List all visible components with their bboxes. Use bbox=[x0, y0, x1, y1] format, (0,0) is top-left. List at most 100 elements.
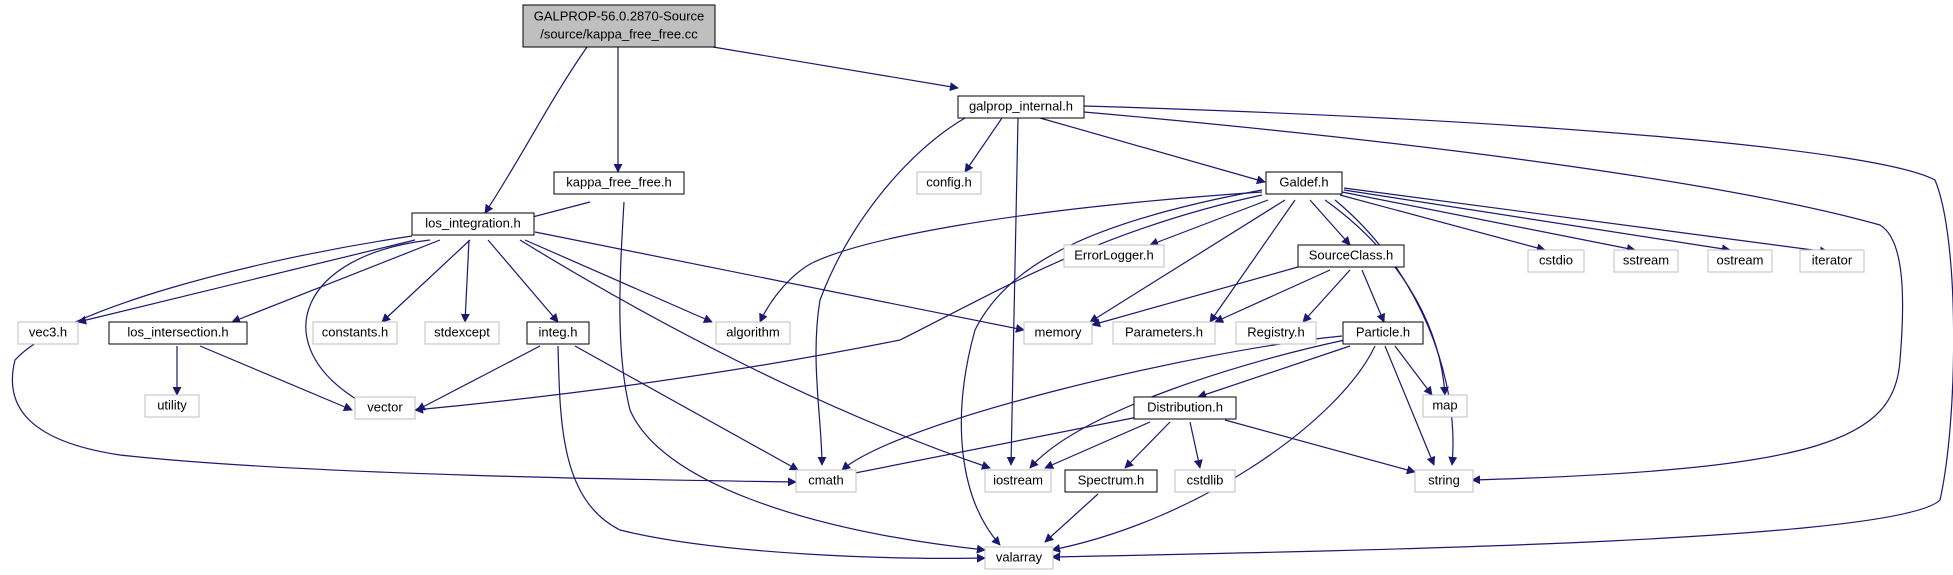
edge-los-integration-to-vec3 bbox=[77, 239, 416, 325]
node-vec3[interactable]: vec3.h bbox=[17, 321, 79, 345]
node-config[interactable]: config.h bbox=[916, 171, 982, 195]
edge-los-integration-to-los-intersection bbox=[231, 239, 441, 324]
node-string[interactable]: string bbox=[1414, 469, 1474, 493]
edge-distribution-to-cstdlib bbox=[1189, 421, 1203, 469]
edge-los-integration-to-constants bbox=[381, 239, 471, 323]
node-map[interactable]: map bbox=[1422, 394, 1468, 418]
node-constants-label: constants.h bbox=[322, 324, 389, 339]
node-iostream-label: iostream bbox=[993, 472, 1043, 487]
edge-galdef-to-sstream bbox=[1341, 191, 1636, 253]
edge-galdef-to-ostream bbox=[1343, 189, 1731, 254]
node-root-source-file[interactable]: GALPROP-56.0.2870-Source /source/kappa_f… bbox=[522, 4, 716, 48]
edge-root-to-los-integration bbox=[484, 46, 588, 214]
node-memory-label: memory bbox=[1035, 324, 1082, 339]
node-cstdio[interactable]: cstdio bbox=[1527, 249, 1585, 273]
node-cstdlib[interactable]: cstdlib bbox=[1174, 469, 1236, 493]
node-algorithm[interactable]: algorithm bbox=[715, 321, 791, 345]
node-distribution[interactable]: Distribution.h bbox=[1133, 396, 1237, 420]
node-registry-label: Registry.h bbox=[1247, 324, 1305, 339]
edge-galdef-to-cstdio bbox=[1339, 194, 1546, 253]
node-iterator[interactable]: iterator bbox=[1799, 249, 1865, 273]
node-integ-label: integ.h bbox=[538, 324, 577, 339]
edge-integ-to-cmath bbox=[574, 345, 799, 471]
node-errorlogger-label: ErrorLogger.h bbox=[1074, 247, 1154, 262]
edge-integ-to-vector bbox=[416, 345, 541, 411]
node-registry[interactable]: Registry.h bbox=[1235, 321, 1317, 345]
node-particle[interactable]: Particle.h bbox=[1342, 321, 1424, 345]
node-galdef[interactable]: Galdef.h bbox=[1265, 171, 1343, 195]
node-iterator-label: iterator bbox=[1812, 252, 1853, 267]
edge-sourceclass-to-memory bbox=[1091, 264, 1306, 328]
dependency-edges bbox=[11, 46, 1953, 563]
node-memory[interactable]: memory bbox=[1023, 321, 1093, 345]
node-los-integration[interactable]: los_integration.h bbox=[411, 212, 535, 236]
node-utility[interactable]: utility bbox=[144, 394, 200, 418]
edge-los-integration-to-integ bbox=[487, 239, 559, 323]
node-sourceclass[interactable]: SourceClass.h bbox=[1297, 244, 1405, 268]
node-cmath-label: cmath bbox=[808, 472, 843, 487]
edge-galdef-to-parameters bbox=[1209, 199, 1296, 323]
node-config-label: config.h bbox=[926, 174, 972, 189]
edge-integ-to-valarray bbox=[557, 345, 986, 563]
edge-galprop-internal-to-valarray bbox=[1051, 105, 1953, 562]
node-galprop-internal[interactable]: galprop_internal.h bbox=[957, 95, 1085, 119]
node-cmath[interactable]: cmath bbox=[795, 469, 857, 493]
edge-los-integration-to-cmath bbox=[11, 235, 797, 487]
node-integ[interactable]: integ.h bbox=[526, 321, 590, 345]
edge-particle-to-string bbox=[1384, 345, 1436, 466]
edge-sourceclass-to-particle bbox=[1361, 269, 1385, 323]
edge-distribution-to-cmath bbox=[844, 416, 1139, 478]
node-root-label-line1: GALPROP-56.0.2870-Source bbox=[534, 8, 705, 23]
edge-distribution-to-string bbox=[1224, 419, 1416, 475]
edge-distribution-to-spectrum bbox=[1124, 421, 1171, 469]
node-iostream[interactable]: iostream bbox=[984, 469, 1052, 493]
node-algorithm-label: algorithm bbox=[726, 324, 779, 339]
node-stdexcept-label: stdexcept bbox=[434, 324, 490, 339]
edge-spectrum-to-valarray bbox=[1044, 493, 1099, 543]
node-los-integration-label: los_integration.h bbox=[425, 215, 520, 230]
node-parameters[interactable]: Parameters.h bbox=[1112, 321, 1216, 345]
node-map-label: map bbox=[1432, 397, 1457, 412]
node-string-label: string bbox=[1428, 472, 1460, 487]
node-vector[interactable]: vector bbox=[354, 396, 416, 420]
edge-galprop-internal-to-cmath bbox=[815, 117, 966, 466]
node-valarray-label: valarray bbox=[996, 549, 1043, 564]
edge-galdef-to-errorlogger bbox=[1149, 199, 1269, 247]
edge-kappa-free-free-to-valarray bbox=[619, 201, 986, 554]
edge-galdef-to-memory bbox=[1089, 199, 1286, 323]
edge-galdef-to-string bbox=[1334, 199, 1458, 466]
node-ostream-label: ostream bbox=[1717, 252, 1764, 267]
edge-sourceclass-to-parameters bbox=[1214, 269, 1331, 323]
node-kappa-free-free-label: kappa_free_free.h bbox=[566, 174, 672, 189]
node-galdef-label: Galdef.h bbox=[1279, 174, 1328, 189]
node-utility-label: utility bbox=[157, 397, 187, 412]
node-ostream[interactable]: ostream bbox=[1707, 249, 1773, 273]
node-constants[interactable]: constants.h bbox=[312, 321, 398, 345]
node-sstream[interactable]: sstream bbox=[1613, 249, 1679, 273]
edge-particle-to-valarray bbox=[1051, 345, 1376, 553]
node-galprop-internal-label: galprop_internal.h bbox=[969, 98, 1073, 113]
edge-galdef-to-algorithm bbox=[759, 191, 1263, 323]
node-valarray[interactable]: valarray bbox=[984, 546, 1054, 570]
node-stdexcept[interactable]: stdexcept bbox=[424, 321, 500, 345]
edge-distribution-to-iostream bbox=[1044, 421, 1151, 469]
node-vec3-label: vec3.h bbox=[29, 324, 67, 339]
node-los-intersection[interactable]: los_intersection.h bbox=[108, 321, 248, 345]
edge-root-to-galprop-internal bbox=[712, 46, 959, 92]
edge-galdef-to-vector bbox=[414, 194, 1263, 414]
node-los-intersection-label: los_intersection.h bbox=[127, 324, 228, 339]
node-vector-label: vector bbox=[367, 399, 403, 414]
node-sourceclass-label: SourceClass.h bbox=[1309, 247, 1394, 262]
node-errorlogger[interactable]: ErrorLogger.h bbox=[1063, 244, 1165, 268]
dependency-nodes: GALPROP-56.0.2870-Source /source/kappa_f… bbox=[17, 4, 1865, 570]
edge-los-integration-to-iostream bbox=[519, 239, 991, 470]
node-spectrum[interactable]: Spectrum.h bbox=[1064, 469, 1158, 493]
edge-galprop-internal-to-config bbox=[964, 117, 1003, 173]
edge-particle-to-cmath bbox=[841, 335, 1343, 471]
node-root-label-line2: /source/kappa_free_free.cc bbox=[540, 26, 698, 41]
node-kappa-free-free[interactable]: kappa_free_free.h bbox=[553, 171, 685, 195]
edge-galdef-to-map bbox=[1324, 199, 1449, 396]
node-distribution-label: Distribution.h bbox=[1147, 399, 1223, 414]
edge-galdef-to-sourceclass bbox=[1309, 199, 1351, 246]
